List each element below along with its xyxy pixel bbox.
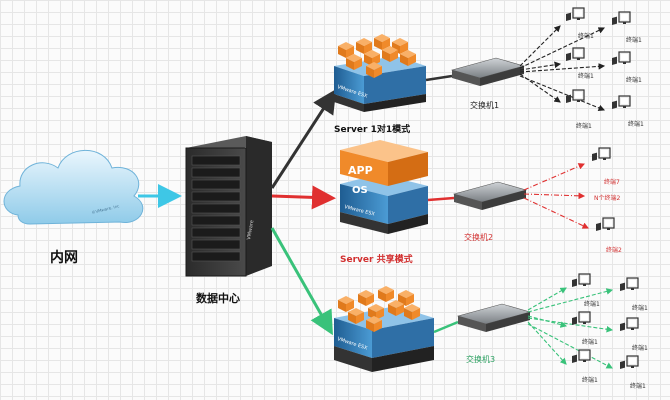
mode-shared-label: Server 共享模式 (340, 253, 413, 265)
terminal-label: 终端1 (578, 72, 594, 80)
terminal-group-1 (565, 7, 631, 110)
arrow-to-server-1to1 (270, 88, 337, 189)
switch2-label: 交换机2 (464, 232, 493, 242)
mode-1to1-label: Server 1对1模式 (334, 123, 410, 135)
intranet-cloud: ©VMware, Inc (3, 149, 144, 225)
terminal-label: 终端1 (632, 344, 648, 352)
terminal-group-3 (571, 273, 639, 370)
terminal-label: 终端1 (632, 304, 648, 312)
switch-2 (452, 181, 528, 210)
terminal-label: 终端1 (582, 338, 598, 346)
terminal-group-2 (591, 147, 615, 232)
arrow-to-server-3 (270, 227, 333, 336)
switch3-links (527, 287, 614, 369)
switch1-links (519, 25, 606, 111)
terminal-label: 终端1 (626, 36, 642, 44)
datacenter-label: 数据中心 (196, 291, 240, 305)
intranet-label: 内网 (50, 249, 78, 266)
terminal-label: 终端1 (578, 32, 594, 40)
esx-server-2: APP OS VMware ESX (340, 140, 428, 234)
switch2-links (523, 163, 589, 229)
switch3-label: 交换机3 (466, 354, 495, 364)
arrow-to-server-shared (271, 185, 336, 210)
server2-to-switch2 (427, 196, 455, 202)
server1-to-switch1 (425, 74, 453, 82)
terminal-label: 终端1 (576, 122, 592, 130)
app-label: APP (348, 164, 373, 177)
esx-server-1: VMware ESX (334, 34, 426, 112)
terminal-label: 终端1 (582, 376, 598, 384)
server3-to-switch3 (433, 320, 459, 334)
n-terminals-label: N个终端2 (594, 194, 620, 202)
switch-3 (456, 303, 532, 332)
terminal-2-label: 终端2 (606, 246, 622, 254)
terminal-7-label: 终端7 (604, 178, 620, 186)
terminal-label: 终端1 (630, 382, 646, 390)
esx-server-3: VMware ESX (334, 286, 434, 372)
rack-brand: VMware (246, 220, 255, 241)
cloud-watermark: ©VMware, Inc (91, 203, 120, 215)
os-label: OS (352, 185, 368, 196)
terminal-label: 终端1 (628, 120, 644, 128)
terminal-label: 终端1 (626, 76, 642, 84)
switch-1 (450, 57, 526, 86)
datacenter-rack: VMware (185, 136, 272, 277)
terminal-label: 终端1 (584, 300, 600, 308)
switch1-label: 交换机1 (470, 100, 499, 110)
